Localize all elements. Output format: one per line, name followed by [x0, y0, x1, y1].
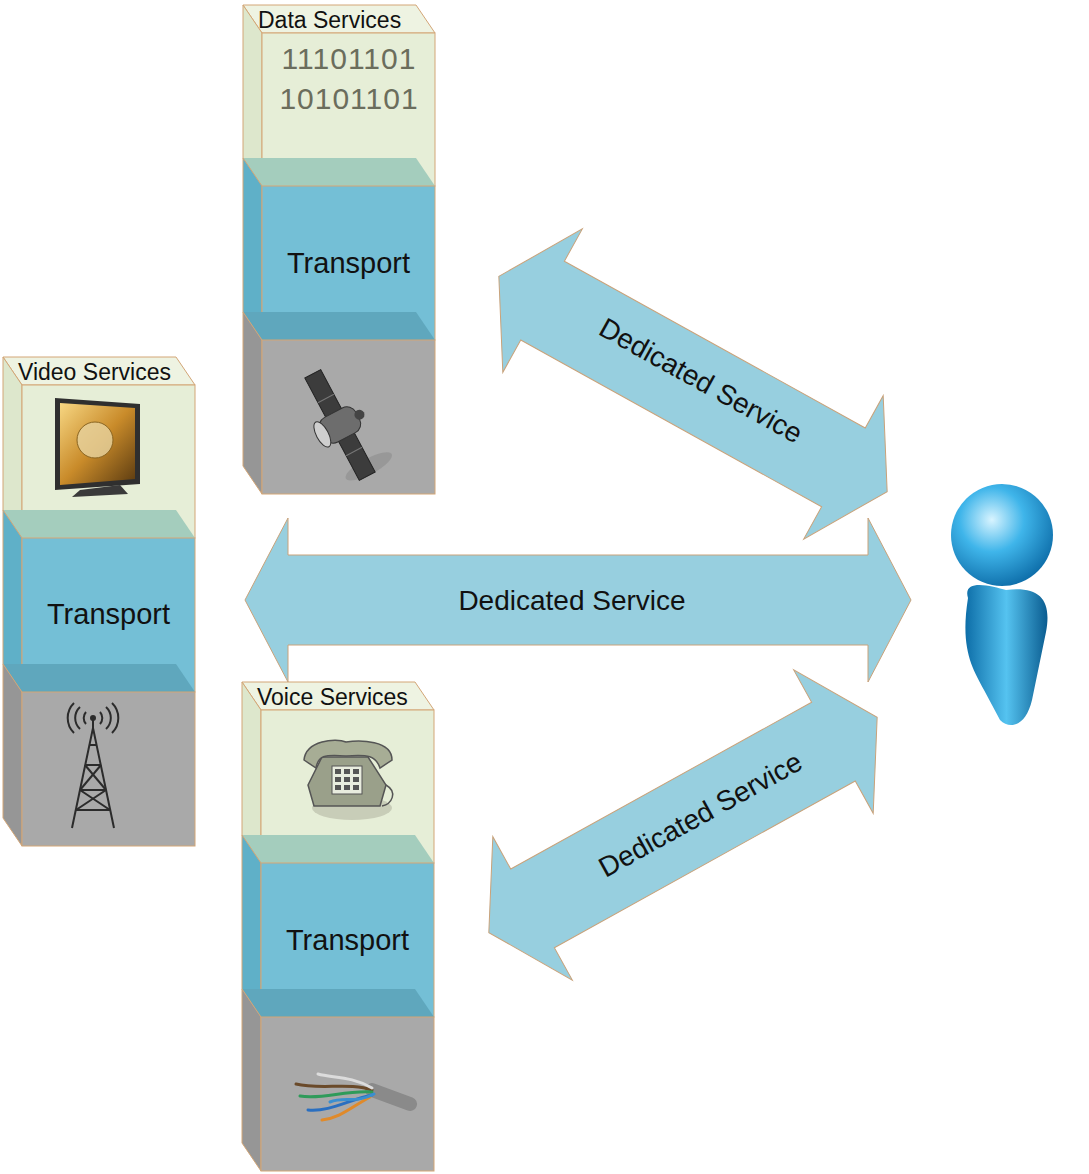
transport-box: Transport [262, 186, 435, 340]
tower-icon [68, 703, 119, 828]
dedicated-arrows [245, 205, 927, 1005]
service-heading: Voice Services [242, 682, 408, 710]
video-stack [3, 357, 195, 846]
transport-box: Transport [22, 538, 195, 691]
satellite-icon [290, 359, 396, 489]
layer-name: Transport [286, 924, 409, 957]
layer-name: Transport [47, 598, 170, 631]
person-figure [951, 484, 1053, 725]
service-box: Voice Services [242, 682, 432, 863]
voice-stack [242, 682, 434, 1171]
service-box: Video Services [3, 357, 193, 538]
service-box: Data Services 11101101 10101101 [243, 5, 435, 186]
layer-name: Transport [287, 247, 410, 280]
service-heading: Video Services [3, 357, 171, 385]
binary-data: 11101101 10101101 [274, 39, 424, 119]
data-stack [243, 5, 435, 494]
phone-icon [304, 740, 393, 820]
tv-icon [55, 398, 140, 497]
service-heading: Data Services [243, 5, 401, 33]
transport-box: Transport [261, 863, 434, 1018]
cable-icon [296, 1074, 410, 1120]
arrow-label: Dedicated Service [458, 585, 685, 617]
